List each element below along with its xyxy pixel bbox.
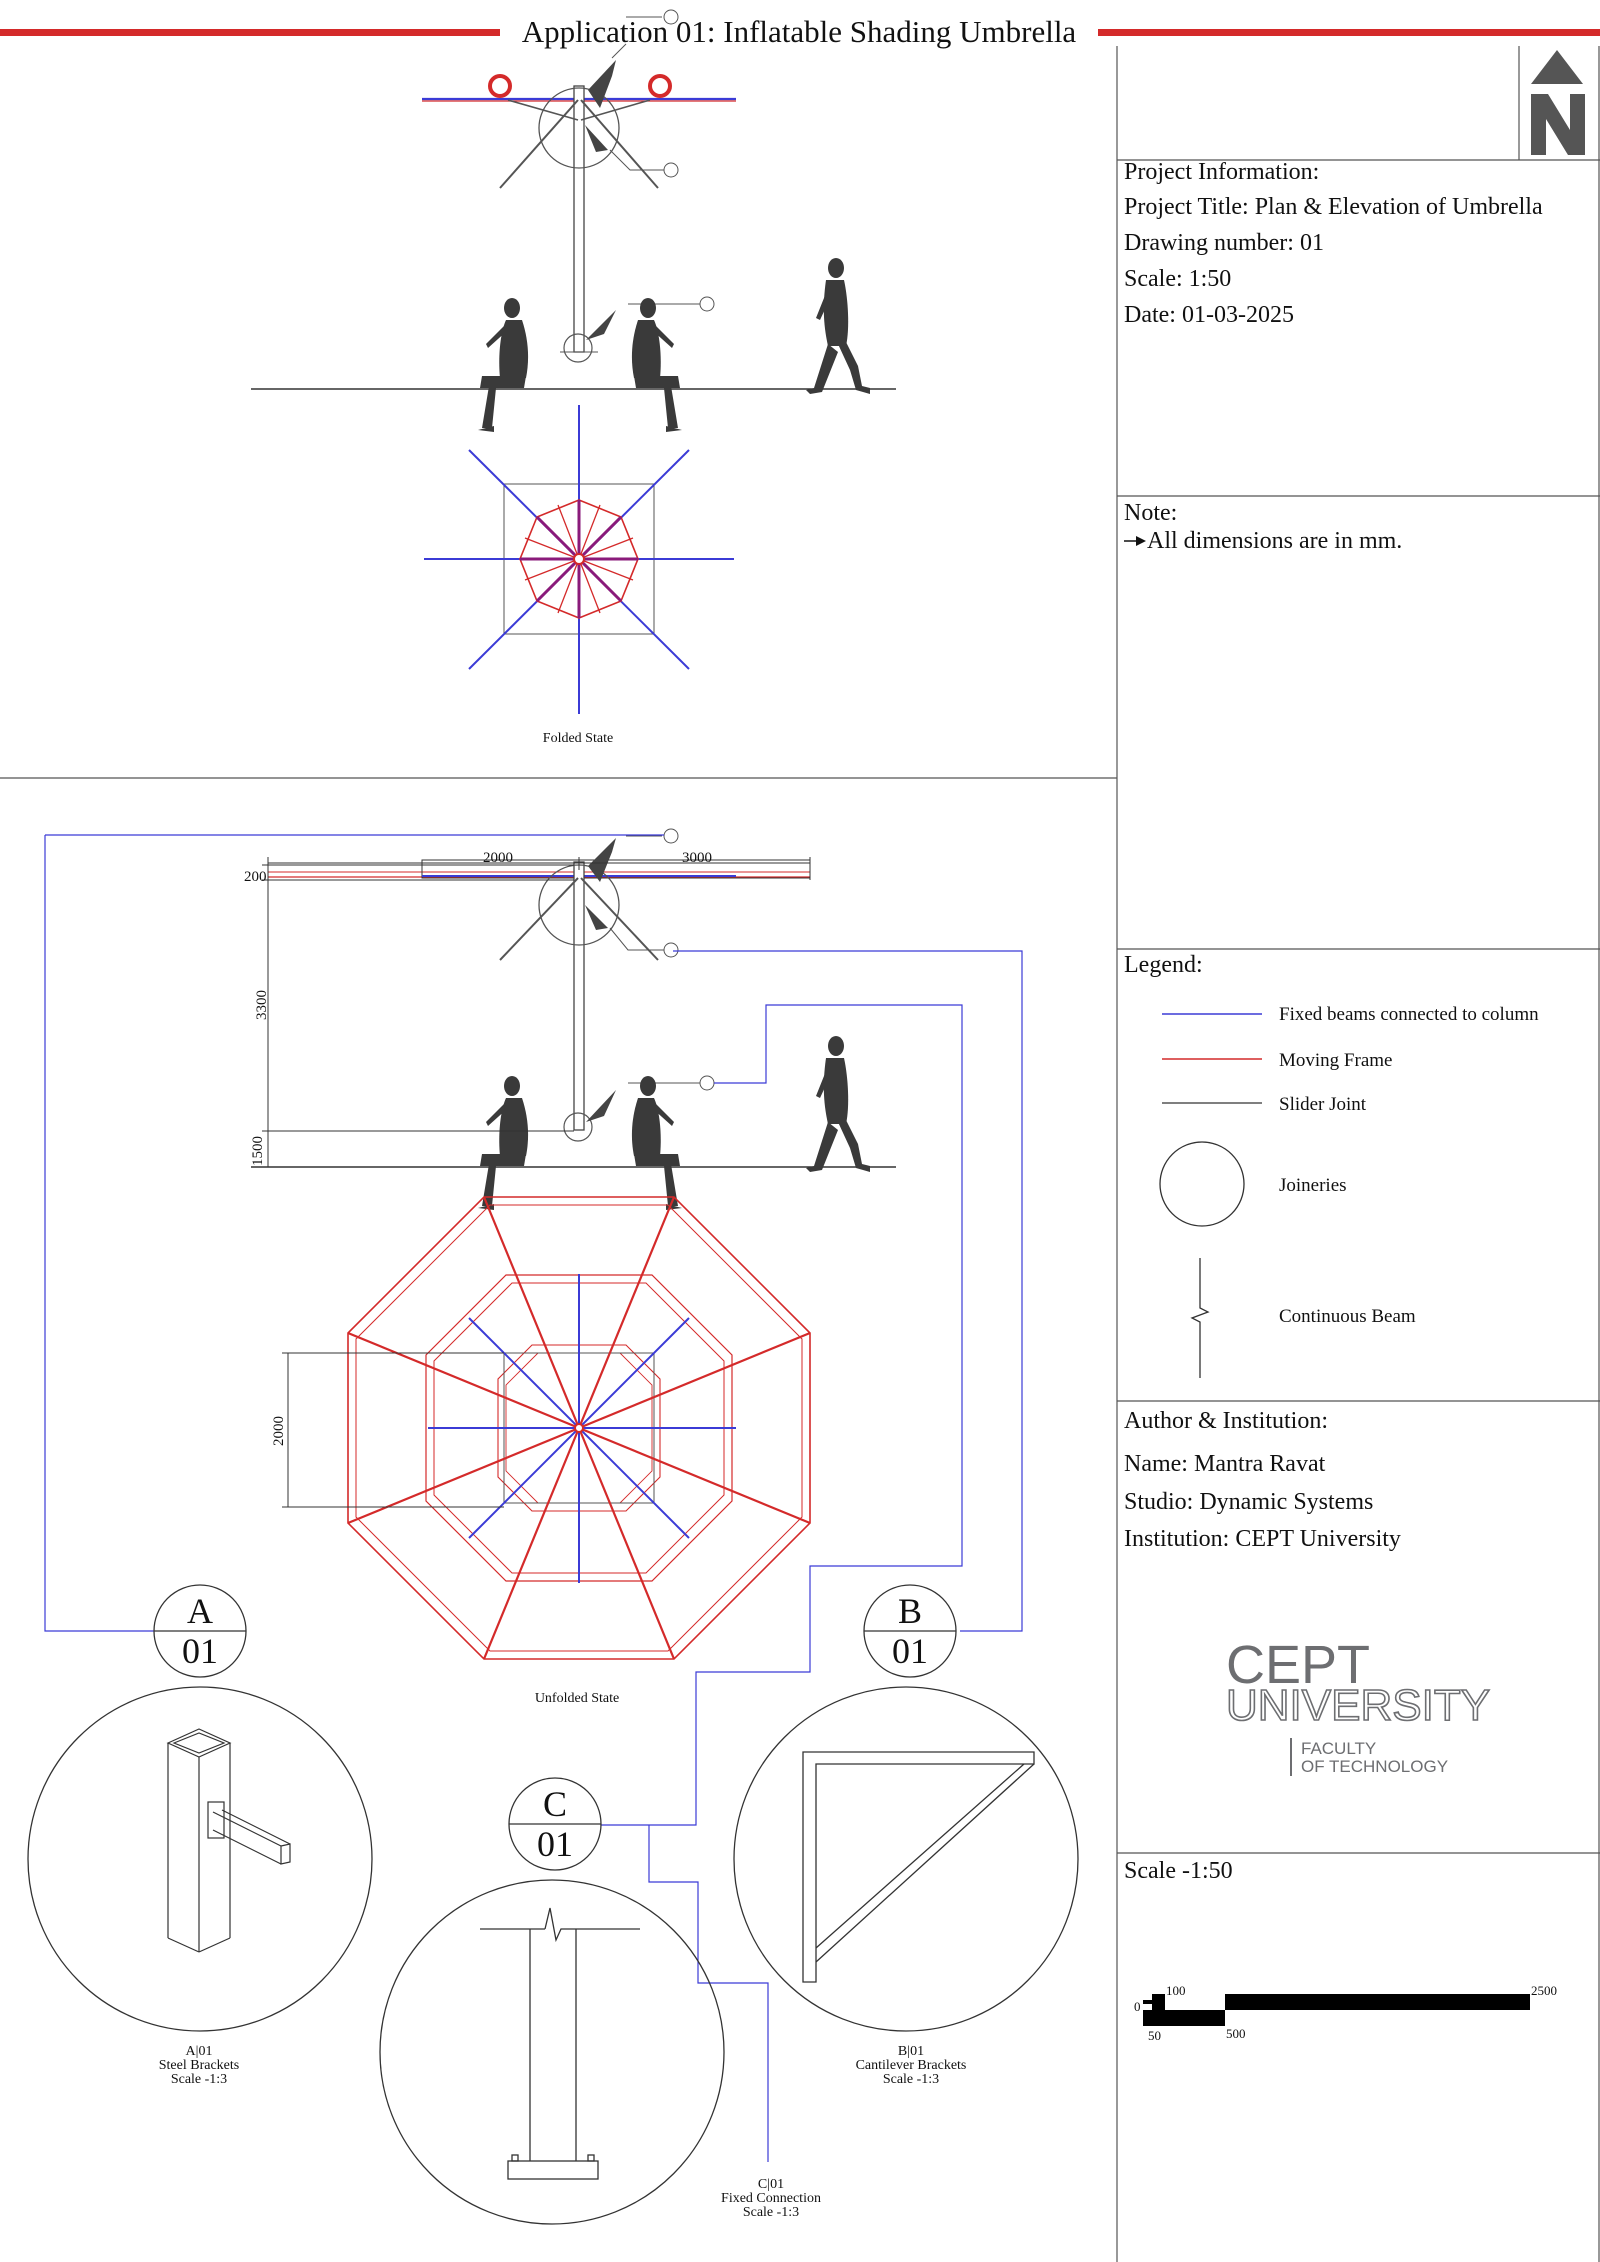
project-info-heading: Project Information:: [1124, 159, 1319, 185]
scale-bar: Scale -1:50 0 50 100 500 2500: [1124, 1858, 1557, 2043]
detail-a-steel-bracket: A|01 Steel Brackets Scale -1:3: [27, 1686, 373, 2087]
legend-label-joineries: Joineries: [1279, 1175, 1347, 1196]
svg-text:500: 500: [1226, 2026, 1246, 2041]
legend-label-slider-joint: Slider Joint: [1279, 1094, 1367, 1115]
svg-text:C: C: [543, 1784, 567, 1824]
svg-text:01: 01: [892, 1631, 928, 1671]
circle-icon: [1159, 1141, 1245, 1227]
svg-text:2500: 2500: [1531, 1983, 1557, 1998]
detail-b-cantilever-bracket: B|01 Cantilever Brackets Scale -1:3: [733, 1686, 1079, 2087]
svg-text:50: 50: [1148, 2028, 1161, 2043]
author-name: Name: Mantra Ravat: [1124, 1451, 1326, 1477]
detail-leaders: [44, 834, 1023, 2162]
svg-text:Cantilever Brackets: Cantilever Brackets: [856, 2058, 967, 2073]
svg-text:CEPT: CEPT: [1226, 1635, 1370, 1695]
author-heading: Author & Institution:: [1124, 1408, 1328, 1434]
sheet-frame: [0, 46, 1600, 2262]
svg-text:A|01: A|01: [186, 2044, 213, 2059]
dim-plan-width: 2000: [271, 1416, 287, 1446]
project-title: Project Title: Plan & Elevation of Umbre…: [1124, 194, 1543, 220]
svg-text:FACULTY: FACULTY: [1301, 1739, 1376, 1758]
legend-label-continuous-beam: Continuous Beam: [1279, 1306, 1416, 1327]
svg-text:01: 01: [537, 1824, 573, 1864]
dim-base-height: 1500: [250, 1136, 266, 1166]
north-arrow-icon: [1531, 50, 1585, 155]
drawing-number: Drawing number: 01: [1124, 230, 1324, 256]
arrow-bullet-icon: [1124, 536, 1146, 546]
header: Application 01: Inflatable Shading Umbre…: [0, 14, 1600, 49]
project-scale: Scale: 1:50: [1124, 266, 1231, 292]
note-heading: Note:: [1124, 500, 1177, 526]
svg-text:UNIVERSITY: UNIVERSITY: [1226, 1681, 1490, 1730]
dim-column-height: 3300: [254, 990, 270, 1020]
scale-heading: Scale -1:50: [1124, 1858, 1233, 1884]
svg-text:B|01: B|01: [898, 2044, 924, 2059]
author-institution: Institution: CEPT University: [1124, 1526, 1401, 1552]
legend-label-fixed-beams: Fixed beams connected to column: [1279, 1004, 1539, 1025]
svg-text:Scale -1:3: Scale -1:3: [883, 2072, 939, 2087]
dim-canopy-depth: 200: [244, 869, 267, 885]
svg-text:Scale -1:3: Scale -1:3: [171, 2072, 227, 2087]
note-section: Note: All dimensions are in mm.: [1124, 500, 1402, 554]
svg-text:Fixed Connection: Fixed Connection: [721, 2191, 821, 2206]
author-studio: Studio: Dynamic Systems: [1124, 1489, 1373, 1515]
detail-c-fixed-connection: C|01 Fixed Connection Scale -1:3: [379, 1879, 821, 2225]
author-section: Author & Institution: Name: Mantra Ravat…: [1124, 1408, 1401, 1552]
svg-text:C|01: C|01: [758, 2177, 784, 2192]
legend-heading: Legend:: [1124, 952, 1203, 978]
detail-tag-a: A 01: [153, 1584, 247, 1678]
unfolded-elevation: 2000 3000 200 3300 1500: [244, 828, 896, 1210]
folded-elevation: [251, 9, 896, 432]
unfolded-plan: 2000 Unfolded State: [271, 1196, 811, 1706]
svg-text:A: A: [187, 1591, 213, 1631]
detail-tag-c: C 01: [508, 1777, 602, 1871]
project-info: Project Information: Project Title: Plan…: [1124, 159, 1543, 328]
dim-right-span: 3000: [682, 850, 712, 866]
svg-text:01: 01: [182, 1631, 218, 1671]
note-text: All dimensions are in mm.: [1147, 528, 1402, 554]
svg-text:0: 0: [1134, 1999, 1141, 2014]
folded-plan: Folded State: [424, 405, 734, 746]
svg-text:Steel Brackets: Steel Brackets: [159, 2058, 239, 2073]
cept-university-logo: CEPT UNIVERSITY FACULTY OF TECHNOLOGY: [1225, 1635, 1491, 1776]
svg-text:Scale -1:3: Scale -1:3: [743, 2205, 799, 2220]
detail-tag-b: B 01: [863, 1584, 957, 1678]
folded-state-label: Folded State: [543, 731, 613, 746]
legend-label-moving-frame: Moving Frame: [1279, 1050, 1392, 1071]
header-rule-left: [0, 29, 500, 36]
sheet-title: Application 01: Inflatable Shading Umbre…: [522, 14, 1077, 49]
svg-text:100: 100: [1166, 1983, 1186, 1998]
project-date: Date: 01-03-2025: [1124, 302, 1294, 328]
svg-text:OF TECHNOLOGY: OF TECHNOLOGY: [1301, 1757, 1448, 1776]
header-rule-right: [1098, 29, 1600, 36]
legend: Legend: Fixed beams connected to column …: [1124, 952, 1539, 1378]
dim-left-span: 2000: [483, 850, 513, 866]
svg-text:B: B: [898, 1591, 922, 1631]
unfolded-state-label: Unfolded State: [535, 1691, 619, 1706]
break-line-icon: [1190, 1258, 1210, 1378]
